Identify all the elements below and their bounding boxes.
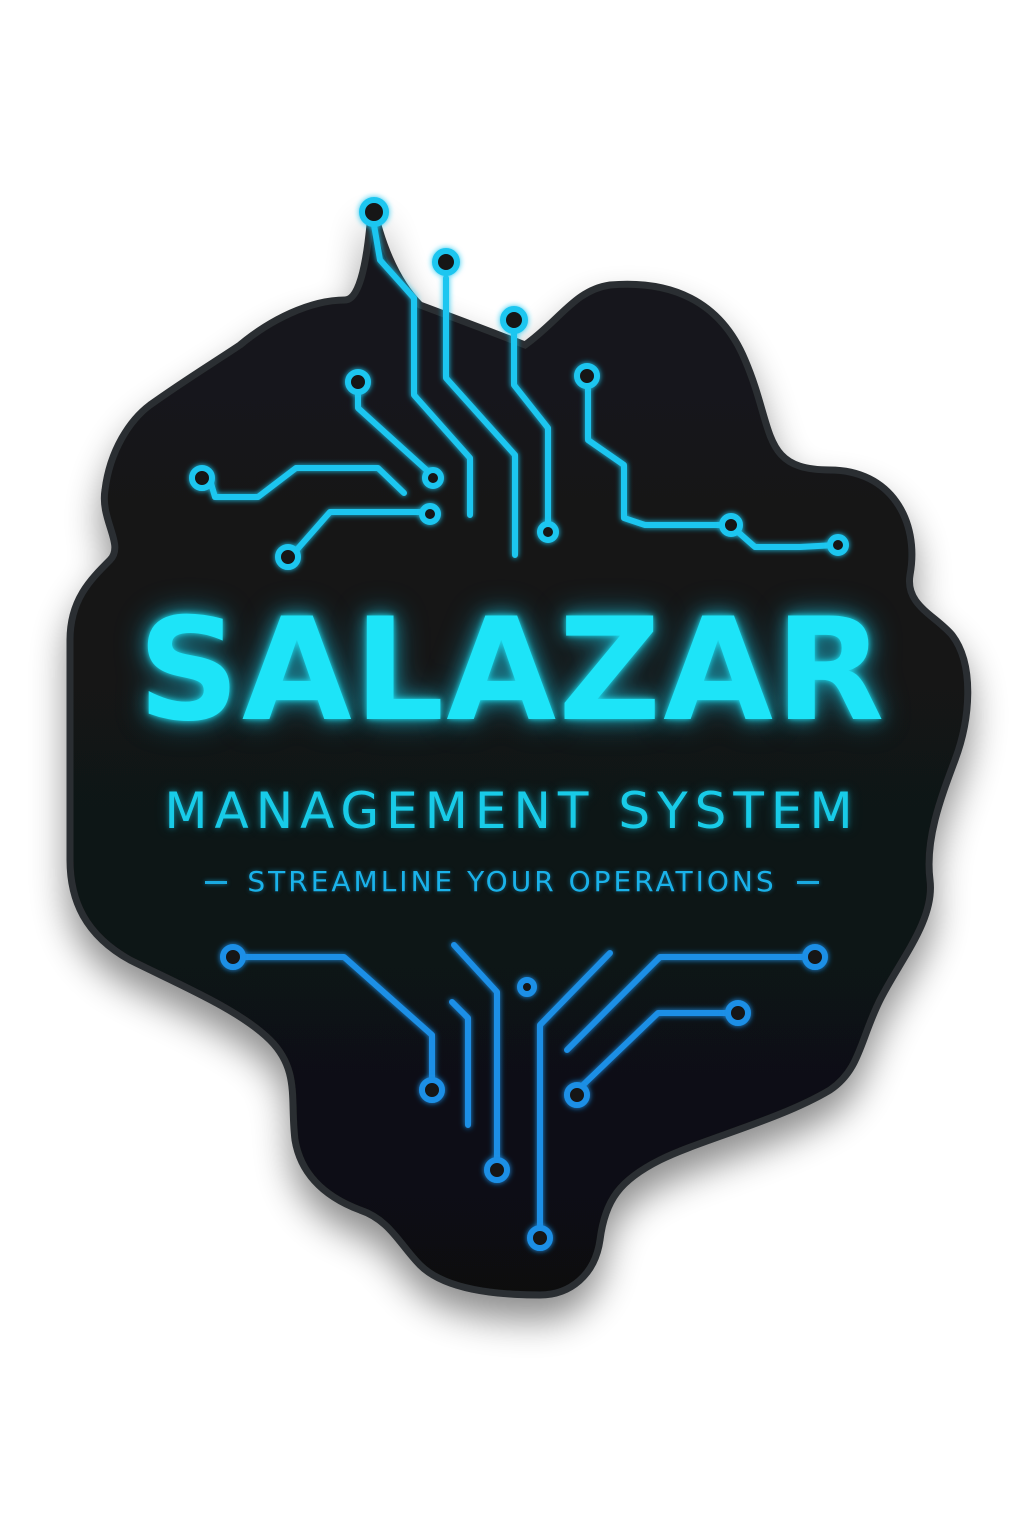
circuit-node-icon <box>419 1077 445 1103</box>
circuit-node-icon <box>537 521 559 543</box>
circuit-node-icon <box>802 944 828 970</box>
circuit-trace-icon <box>241 954 435 1083</box>
circuit-trace-icon <box>371 222 473 518</box>
circuit-trace-icon <box>355 389 435 478</box>
circuit-node-icon <box>574 363 600 389</box>
circuit-trace-icon <box>735 529 839 550</box>
bottom-circuit-nodes <box>220 944 828 1251</box>
tagline-row: STREAMLINE YOUR OPERATIONS <box>0 868 1024 896</box>
top-circuit-nodes <box>189 197 849 570</box>
brand-tagline: STREAMLINE YOUR OPERATIONS <box>247 865 777 898</box>
circuit-node-icon <box>564 1082 590 1108</box>
circuit-trace-icon <box>207 465 407 500</box>
circuit-trace-icon <box>511 331 551 531</box>
circuit-node-icon <box>827 534 849 556</box>
circuit-trace-icon <box>537 950 613 1231</box>
circuit-node-icon <box>220 944 246 970</box>
circuit-trace-icon <box>443 275 518 558</box>
brand-subtitle: MANAGEMENT SYSTEM <box>164 782 860 840</box>
circuit-trace-icon <box>580 1010 731 1088</box>
tagline-dash-right <box>796 880 819 884</box>
circuit-trace-icon <box>291 509 431 556</box>
circuit-node-icon <box>432 248 460 276</box>
circuit-trace-icon <box>585 386 733 528</box>
circuit-node-icon <box>189 465 215 491</box>
circuit-node-icon <box>275 544 301 570</box>
circuit-trace-icon <box>451 942 500 1163</box>
circuit-node-icon <box>500 306 528 334</box>
circuit-node-icon <box>419 503 441 525</box>
circuit-node-icon <box>359 197 389 227</box>
brand-title: SALAZAR <box>137 588 887 753</box>
circuit-trace-icon <box>564 954 808 1053</box>
circuit-trace-icon <box>449 999 471 1128</box>
top-circuit-traces <box>207 222 839 558</box>
circuit-node-icon <box>527 1225 553 1251</box>
bottom-circuit-traces <box>241 942 808 1231</box>
circuit-node-icon <box>345 369 371 395</box>
tagline-dash-left <box>205 880 228 884</box>
circuit-node-icon <box>725 1000 751 1026</box>
circuit-node-icon <box>484 1157 510 1183</box>
circuit-node-icon <box>719 513 743 537</box>
circuit-node-icon <box>517 977 537 997</box>
circuit-node-icon <box>422 467 444 489</box>
